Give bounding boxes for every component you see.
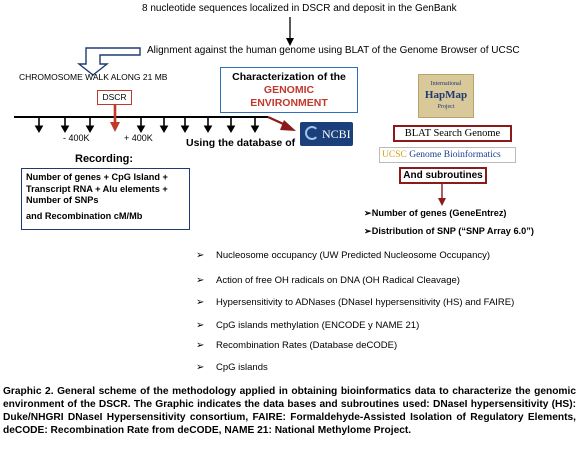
hollow-elbow-arrow — [76, 47, 141, 76]
characterization-line1: Characterization of the — [232, 71, 346, 83]
bullet-arrow-icon: ➢ — [196, 275, 205, 286]
hapmap-line1: International — [430, 81, 462, 87]
ncbi-logo: NCBI — [300, 122, 353, 146]
bullet-label: CpG islands — [216, 362, 268, 373]
bullet-label: Recombination Rates (Database deCODE) — [216, 340, 398, 351]
arrow-subroutines-down-head — [438, 198, 446, 206]
bullet-item: ➢ Action of free OH radicals on DNA (OH R… — [196, 275, 460, 286]
bullet-item: ➢ CpG islands methylation (ENCODE y NAME … — [196, 320, 419, 331]
recording-title: Recording: — [75, 153, 134, 165]
hapmap-line2: HapMap — [424, 89, 468, 101]
ucsc-logo: UCSC Genome Bioinformatics — [379, 147, 516, 163]
subroutines-label: And subroutines — [403, 170, 483, 181]
bullet-item: ➢ Hypersensitivity to ADNases (DNaseI hyp… — [196, 297, 514, 308]
bullet-item: ➢ Nucleosome occupancy (UW Predicted Nucl… — [196, 250, 490, 261]
hapmap-line3: Project — [437, 104, 455, 110]
recording-line-2: Transcript RNA + Alu elements + — [26, 183, 168, 194]
recording-line-1: Number of genes + CpG Island + — [26, 172, 168, 182]
tick-plus-label: + 400K — [124, 133, 153, 143]
ncbi-swirl-icon — [305, 126, 319, 140]
bullet-item: ➢ CpG islands — [196, 362, 268, 373]
blat-search-label: BLAT Search Genome — [404, 128, 501, 139]
arrow-to-ncbi-head — [280, 120, 296, 131]
chromosome-ticks — [34, 117, 260, 133]
bullet-label: Hypersensitivity to ADNases (DNaseI hype… — [216, 297, 515, 308]
alignment-text: Alignment against the human genome using… — [147, 45, 520, 56]
dscr-label: DSCR — [102, 92, 127, 102]
subroutines-box: And subroutines — [399, 167, 487, 184]
right-item-snp-label: Distribution of SNP (“SNP Array 6.0”) — [371, 226, 534, 236]
chromosome-walk-label: CHROMOSOME WALK ALONG 21 MB — [19, 72, 168, 82]
right-item-genes-arrow-icon: ➢ — [364, 208, 372, 218]
characterization-box: Characterization of the GENOMIC ENVIRONM… — [220, 67, 358, 113]
tick-minus-label: - 400K — [63, 133, 90, 143]
right-item-snp: ➢Distribution of SNP (“SNP Array 6.0”) — [364, 226, 534, 237]
dscr-box: DSCR — [97, 90, 132, 105]
characterization-line2: GENOMIC — [263, 84, 315, 96]
right-item-genes-label: Number of genes (GeneEntrez) — [371, 208, 507, 218]
top-text: 8 nucleotide sequences localized in DSCR… — [142, 3, 457, 14]
right-item-snp-arrow-icon: ➢ — [364, 226, 372, 236]
bullet-arrow-icon: ➢ — [196, 362, 205, 373]
hapmap-logo: International HapMap Project — [418, 74, 474, 118]
recording-line-4: and Recombination cM/Mb — [26, 210, 143, 221]
bullet-label: Action of free OH radicals on DNA (OH Ra… — [216, 275, 460, 286]
ucsc-prefix: UCSC — [382, 150, 407, 160]
figure-caption: Graphic 2. General scheme of the methodo… — [3, 386, 576, 436]
ncbi-label: NCBI — [322, 127, 351, 141]
characterization-line3: ENVIRONMENT — [250, 97, 328, 109]
bullet-arrow-icon: ➢ — [196, 320, 205, 331]
database-text: Using the database of — [186, 137, 296, 149]
blat-search-box: BLAT Search Genome — [393, 125, 512, 142]
right-item-genes: ➢Number of genes (GeneEntrez) — [364, 208, 506, 219]
bullet-arrow-icon: ➢ — [196, 297, 205, 308]
bullet-label: CpG islands methylation (ENCODE y NAME 2… — [216, 320, 420, 331]
bullet-arrow-icon: ➢ — [196, 250, 205, 261]
recording-box: Number of genes + CpG Island + Transcrip… — [21, 168, 190, 230]
bullet-item: ➢ Recombination Rates (Database deCODE) — [196, 340, 397, 351]
recording-line-3: Number of SNPs — [26, 195, 99, 205]
dscr-arrow-head — [110, 122, 120, 132]
bullet-arrow-icon: ➢ — [196, 340, 205, 351]
bullet-label: Nucleosome occupancy (UW Predicted Nucle… — [216, 250, 491, 261]
arrow-top-down-head — [286, 38, 294, 46]
ucsc-suffix: Genome Bioinformatics — [406, 150, 501, 160]
